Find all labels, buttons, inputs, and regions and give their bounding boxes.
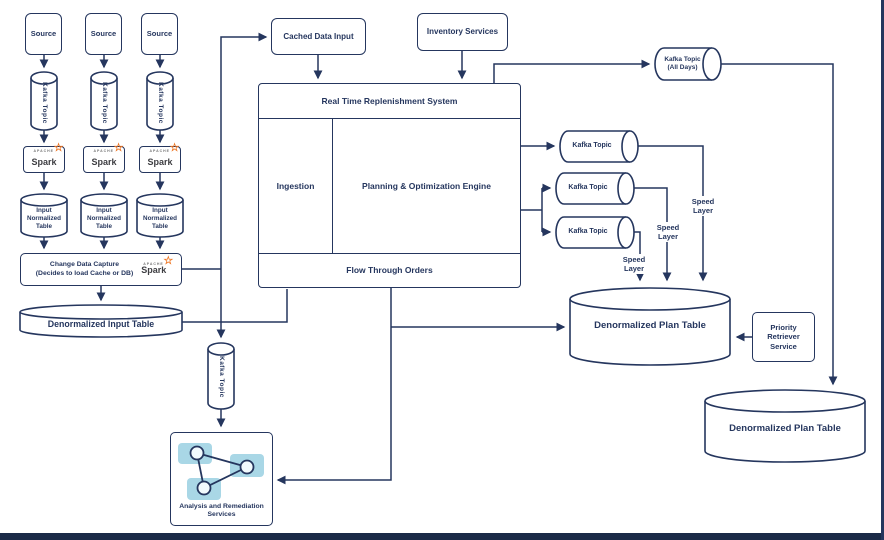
analysis-remediation-node [170, 432, 273, 526]
ingestion-cell: Ingestion [259, 119, 333, 253]
cdc-text: Change Data Capture (Decides to load Cac… [35, 261, 134, 277]
kafka-cylinders [19, 47, 866, 463]
connector-rtrs-kafka-alldays [493, 59, 651, 83]
planning-engine-cell: Planning & Optimization Engine [362, 180, 491, 191]
connector-kafka2-speed-layer [634, 187, 672, 282]
source-node-1: Source [25, 13, 62, 55]
spark-star-icon: ☆ [169, 141, 180, 154]
denormalized-input-table-cylinder [19, 304, 183, 338]
kafka-topic-r1-cylinder [559, 130, 639, 163]
kafka-topic-alldays-cylinder [654, 47, 722, 81]
connector-fto-analysis [276, 288, 392, 485]
input-normalized-table-cylinder-1 [20, 193, 68, 238]
speed-layer-label-1: Speed Layer [617, 254, 651, 274]
source-label: Source [146, 29, 173, 39]
bottom-bar [0, 533, 884, 540]
right-border [881, 0, 884, 540]
graph-node-2 [239, 459, 255, 475]
speed-layer-label-2: Speed Layer [651, 222, 685, 242]
graph-node-1 [189, 445, 205, 461]
kafka-topic-r2-cylinder [555, 172, 635, 205]
flow-through-orders-cell: Flow Through Orders [259, 253, 520, 287]
inventory-services-node: Inventory Services [417, 13, 508, 51]
rtrs-system-node: Real Time Replenishment System Ingestion… [258, 83, 521, 288]
connector-denorm-input-rtrs [182, 289, 288, 323]
source-label: Source [90, 29, 117, 39]
input-normalized-table-cylinder-3 [136, 193, 184, 238]
spark-star-icon: ☆ [53, 141, 64, 154]
analysis-graph [178, 443, 264, 500]
connector-kafka1-speed-layer [638, 145, 708, 282]
priority-retriever-service-node: Priority Retriever Service [752, 312, 815, 362]
spark-star-icon: ☆ [113, 141, 124, 154]
kafka-topic-cylinder-2 [90, 71, 118, 131]
kafka-topic-r3-cylinder [555, 216, 635, 249]
spark-star-icon: ☆ [163, 254, 174, 267]
graph-edges [195, 451, 250, 490]
kafka-topic-cylinder-3 [146, 71, 174, 131]
source-node-3: Source [141, 13, 178, 55]
rtrs-body: Ingestion Planning & Optimization Engine [259, 119, 520, 253]
connector-riser-cached-input [220, 32, 268, 269]
kafka-topic-cylinder-1 [30, 71, 58, 131]
cached-data-input-node: Cached Data Input [271, 18, 366, 55]
connectors [39, 32, 838, 485]
kafka-topic-mid-cylinder [207, 342, 235, 410]
denormalized-plan-table-2-cylinder [704, 389, 866, 463]
connector-alldays-plan-table2 [721, 63, 838, 386]
input-normalized-table-cylinder-2 [80, 193, 128, 238]
denormalized-plan-table-cylinder [569, 287, 731, 366]
rtrs-header: Real Time Replenishment System [259, 84, 520, 119]
source-node-2: Source [85, 13, 122, 55]
speed-layer-label-3: Speed Layer [686, 196, 720, 216]
source-label: Source [30, 29, 57, 39]
change-data-capture-node: Change Data Capture (Decides to load Cac… [20, 253, 182, 286]
graph-node-3 [196, 480, 212, 496]
